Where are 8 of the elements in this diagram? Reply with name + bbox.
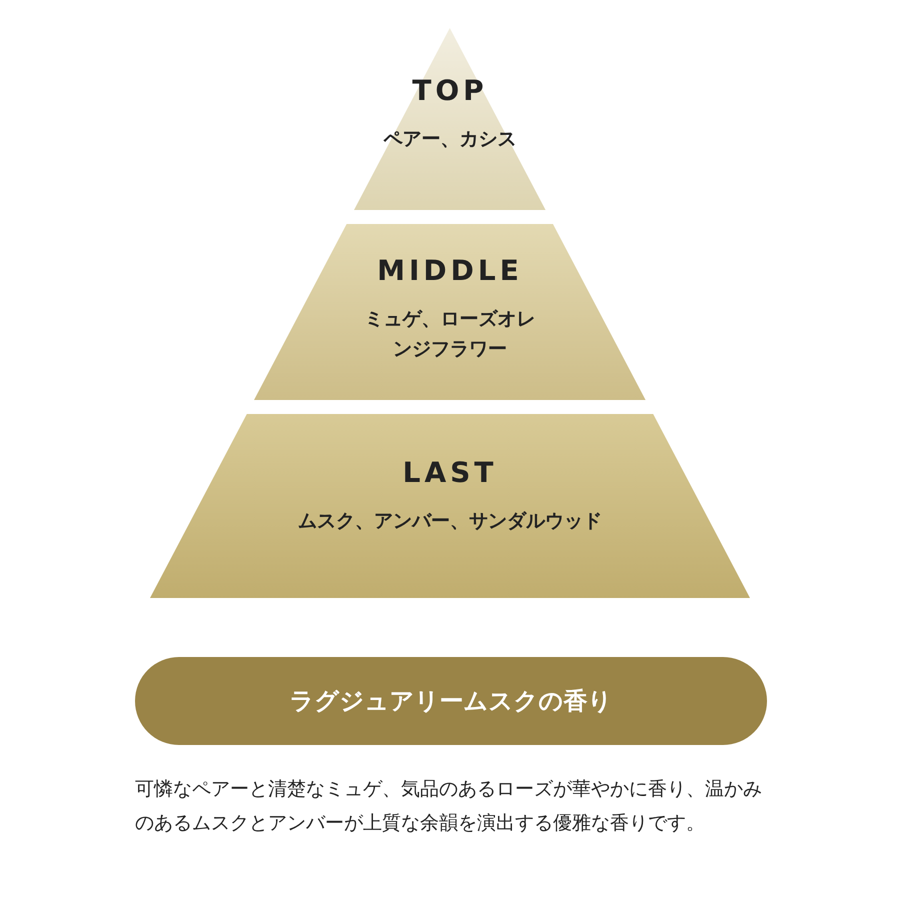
scent-name-banner: ラグジュアリームスクの香り <box>135 657 767 745</box>
tier-heading: MIDDLE <box>377 254 523 287</box>
note-list: ムスク、アンバー、サンダルウッド <box>298 506 602 536</box>
description-paragraph: 可憐なペアーと清楚なミュゲ、気品のあるローズが華やかに香り、温かみのあるムスクとアンバーが上質な余韻を演出する優雅な香りです。 <box>135 777 763 836</box>
tier-heading: TOP <box>412 74 488 107</box>
tier-heading: LAST <box>402 456 498 489</box>
note-list: ペアー、カシス <box>383 124 516 154</box>
note-list: ミュゲ、ローズオレンジフラワー <box>360 304 540 364</box>
